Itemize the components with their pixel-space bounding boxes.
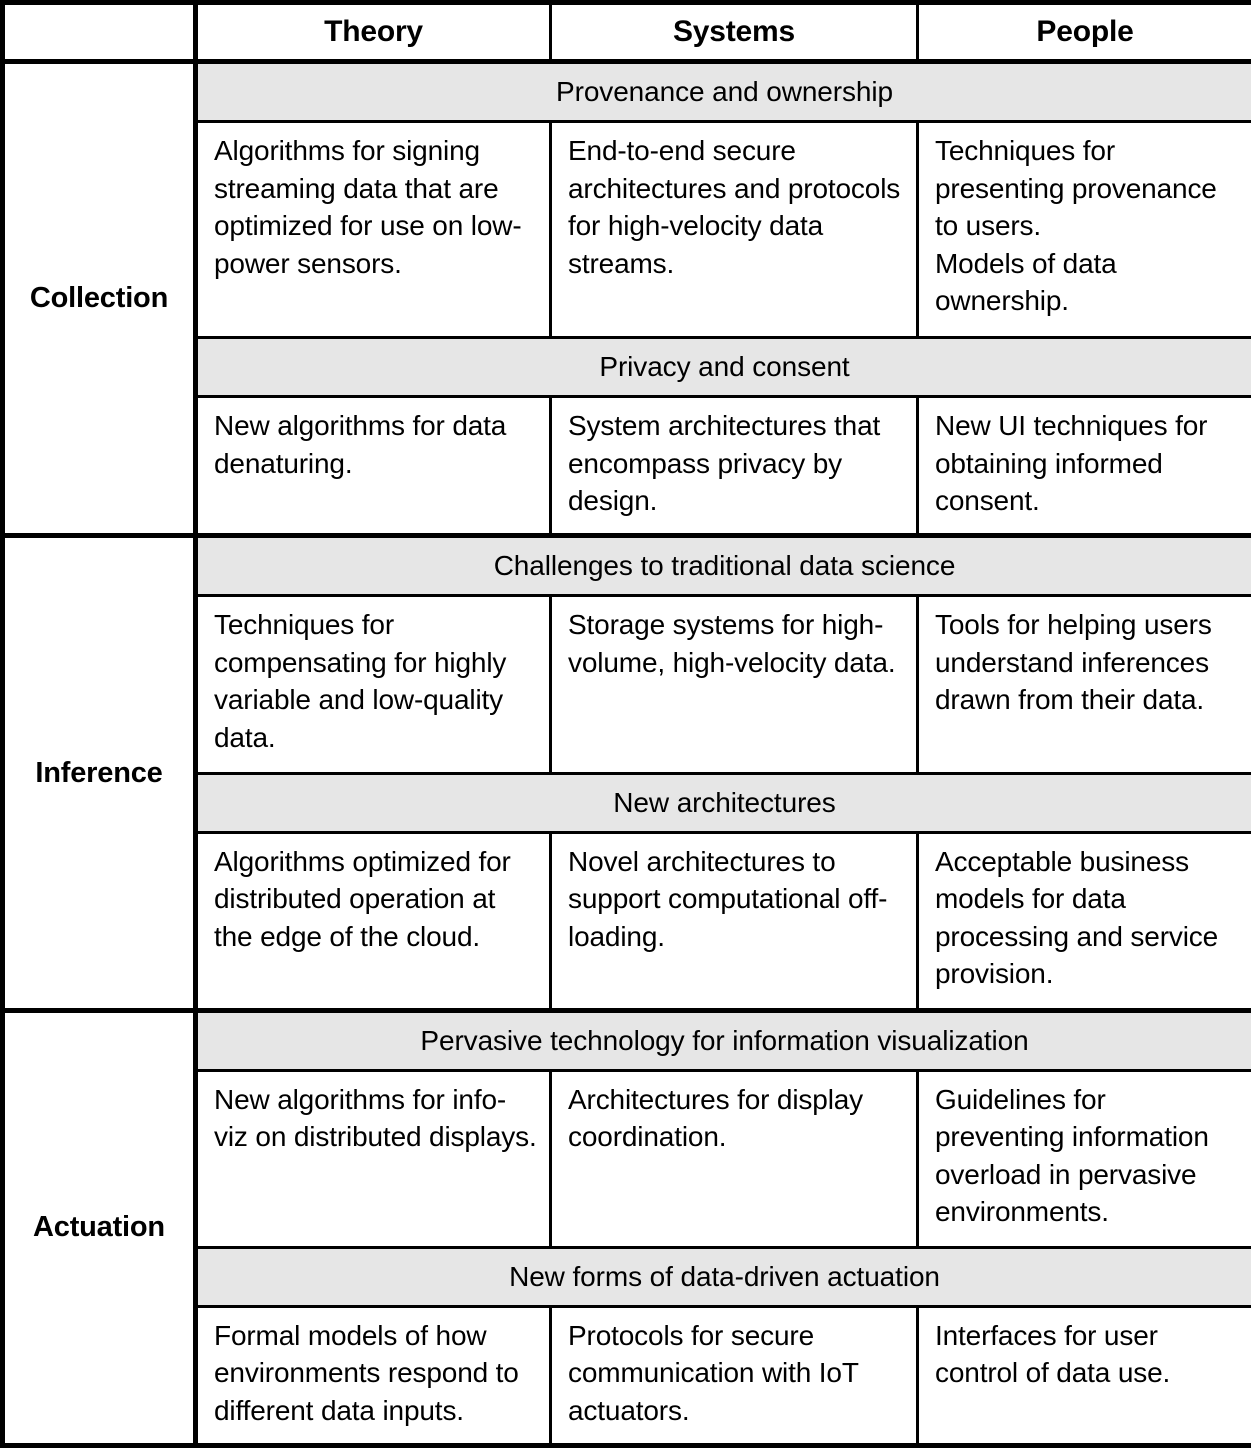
cell-actuation-newforms-theory: Formal models of how environments respon… (195, 1306, 552, 1446)
cell-inference-newarch-theory: Algorithms optimized for distributed ope… (195, 832, 552, 1013)
table-row: Algorithms for signing streaming data th… (3, 121, 1251, 338)
section-band-new-forms-of-data-driven-actuation: New forms of data-driven actuation (195, 1245, 1251, 1308)
section-band-row: New forms of data-driven actuation (3, 1245, 1251, 1308)
cell-collection-privacy-systems: System architectures that encompass priv… (550, 396, 919, 539)
section-band-privacy-and-consent: Privacy and consent (195, 336, 1251, 399)
table-row: Techniques for compensating for highly v… (3, 595, 1251, 773)
table-row: New algorithms for info-viz on distribut… (3, 1070, 1251, 1248)
cell-actuation-pervasive-systems: Architectures for display coordination. (550, 1070, 919, 1248)
section-band-row: Privacy and consent (3, 336, 1251, 399)
cell-inference-challenges-theory: Techniques for compensating for highly v… (195, 595, 552, 773)
section-band-pervasive-technology-for-information-visualization: Pervasive technology for information vis… (195, 1010, 1251, 1072)
section-band-row: Collection Provenance and ownership (2, 61, 1251, 536)
cell-actuation-pervasive-people: Guidelines for preventing information ov… (917, 1070, 1251, 1248)
column-header-people: People (917, 2, 1251, 64)
cell-actuation-newforms-people: Interfaces for user control of data use. (917, 1306, 1251, 1446)
section-band-provenance-and-ownership: Provenance and ownership (195, 61, 1251, 123)
cell-inference-challenges-people: Tools for helping users understand infer… (917, 595, 1251, 773)
cell-collection-provenance-systems: End-to-end secure architectures and prot… (550, 121, 919, 338)
cell-collection-privacy-people: New UI techniques for obtaining informed… (917, 396, 1251, 539)
table-row: Formal models of how environments respon… (3, 1306, 1251, 1446)
group-label-actuation: Actuation (2, 1007, 198, 1446)
section-band-new-architectures: New architectures (195, 771, 1251, 834)
section-band-row: Inference Challenges to traditional data… (2, 533, 1251, 1013)
table-row: New algorithms for data denaturing. Syst… (3, 396, 1251, 539)
table-header-row: Theory Systems People (2, 2, 1251, 64)
group-label-collection: Collection (2, 61, 198, 536)
column-header-systems: Systems (550, 2, 919, 64)
cell-collection-provenance-theory: Algorithms for signing streaming data th… (195, 121, 552, 338)
section-band-row: Actuation Pervasive technology for infor… (2, 1007, 1251, 1446)
cell-collection-provenance-people: Techniques for presenting provenance to … (917, 121, 1251, 338)
group-label-inference: Inference (2, 533, 198, 1013)
cell-inference-challenges-systems: Storage systems for high-volume, high-ve… (550, 595, 919, 773)
table-row: Algorithms optimized for distributed ope… (3, 832, 1251, 1013)
section-band-row: New architectures (3, 771, 1251, 834)
cell-collection-privacy-theory: New algorithms for data denaturing. (195, 396, 552, 539)
cell-inference-newarch-people: Acceptable business models for data proc… (917, 832, 1251, 1013)
header-corner-cell (2, 2, 198, 64)
section-band-challenges-to-traditional-data-science: Challenges to traditional data science (195, 535, 1251, 598)
cell-actuation-pervasive-theory: New algorithms for info-viz on distribut… (195, 1070, 552, 1248)
cell-inference-newarch-systems: Novel architectures to support computati… (550, 832, 919, 1013)
column-header-theory: Theory (195, 2, 552, 64)
cell-actuation-newforms-systems: Protocols for secure communication with … (550, 1306, 919, 1446)
